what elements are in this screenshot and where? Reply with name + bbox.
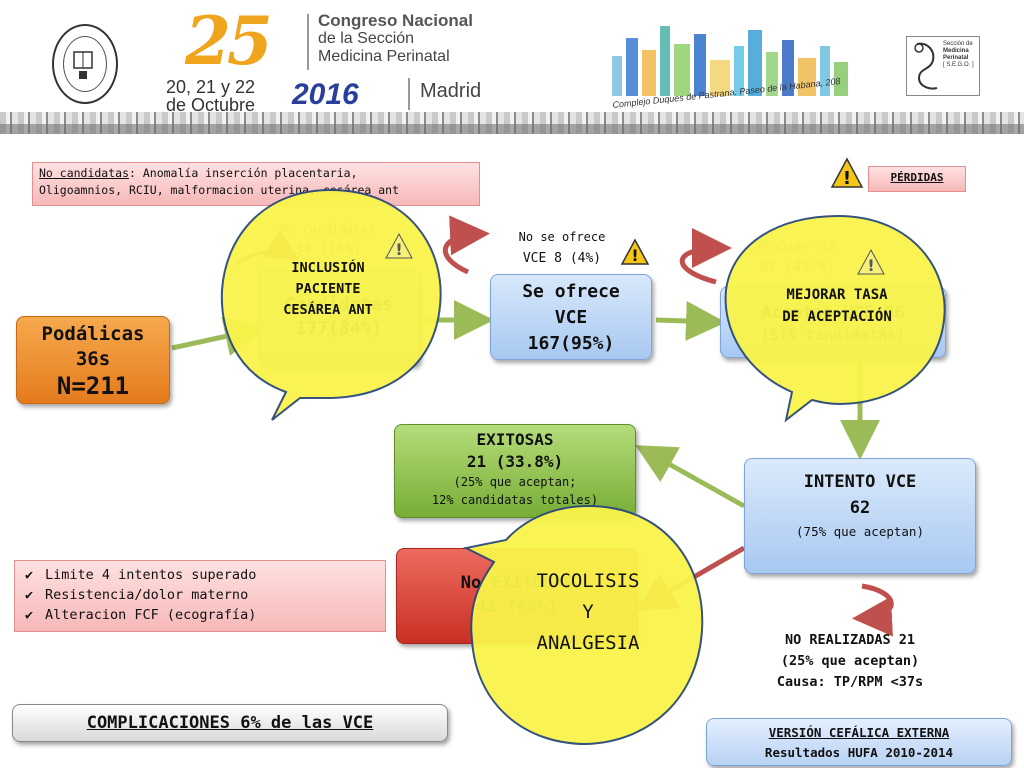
warning-icon: !	[857, 248, 885, 275]
arrow-loss-rehusan	[679, 228, 732, 285]
podalicas-box: Podálicas 36s N=211	[16, 316, 170, 404]
intento-vce-box: INTENTO VCE 62 (75% que aceptan)	[744, 458, 976, 574]
arrow-podalicas-candidatas	[171, 316, 265, 356]
svg-text:!: !	[867, 256, 874, 275]
exitosas-box: EXITOSAS 21 (33.8%) (25% que aceptan; 12…	[394, 424, 636, 518]
svg-text:!: !	[843, 168, 851, 189]
balloon-tocolisis-text: TOCOLISIS Y ANALGESIA	[536, 570, 640, 654]
check-icon: ✔	[25, 567, 34, 583]
arrow-loss-no-realizadas	[852, 583, 894, 637]
complicaciones-box: COMPLICACIONES 6% de las VCE	[12, 704, 448, 742]
list-item: ✔Limite 4 intentos superado	[25, 567, 257, 583]
seccion-medicina-perinatal-logo: Sección de Medicina Perinatal [ S.E.G.O.…	[906, 36, 980, 96]
congress-title: Congreso Nacional de la Sección Medicina…	[318, 11, 473, 66]
no-realizadas-text: NO REALIZADAS 21 (25% que aceptan) Causa…	[776, 632, 924, 690]
version-cefalica-box: VERSIÓN CEFÁLICA EXTERNA Resultados HUFA…	[706, 718, 1012, 766]
arrow-intento-exitosas	[635, 445, 746, 509]
no-candidatas-count: No candidatas 34 (16%)	[281, 222, 375, 258]
list-item: ✔Resistencia/dolor materno	[25, 587, 249, 603]
sego-seal-logo	[52, 24, 118, 104]
perdidas-label: PÉRDIDAS	[868, 166, 966, 192]
conference-banner: 25 20, 21 y 22 de Octubre Congreso Nacio…	[0, 0, 1024, 135]
event-city: Madrid	[420, 80, 482, 102]
warning-icon: !	[385, 232, 413, 259]
fail-reasons-list: ✔Limite 4 intentos superado ✔Resistencia…	[14, 560, 386, 632]
warning-icon: !	[830, 157, 864, 189]
warning-icon: !	[620, 238, 650, 265]
logo-25: 25	[185, 2, 273, 80]
no-se-ofrece-text: No se ofrece VCE 8 (4%)	[518, 230, 606, 266]
balloon-mejorar-text: MEJORAR TASA DE ACEPTACIÓN	[782, 287, 892, 325]
se-ofrece-box: Se ofrece VCE 167(95%)	[490, 274, 652, 360]
event-year: 2016	[292, 78, 359, 111]
arrow-loss-no-se-ofrece	[442, 215, 490, 275]
no-candidatas-note: No candidatas: Anomalía inserción placen…	[32, 162, 480, 206]
svg-text:!: !	[631, 246, 638, 265]
event-dates: 20, 21 y 22 de Octubre	[166, 77, 256, 115]
rehusan-text: Rehúsan VCE 83 (49 %)	[757, 239, 837, 275]
arrow-seofrece-aceptan	[655, 301, 726, 341]
check-icon: ✔	[25, 587, 34, 603]
svg-text:!: !	[395, 240, 402, 259]
balloon-inclusion-text: INCLUSIÓN PACIENTE CESÁREA ANT	[283, 260, 373, 318]
list-item: ✔Alteracion FCF (ecografía)	[25, 607, 257, 623]
madrid-skyline-illustration	[612, 26, 848, 96]
check-icon: ✔	[25, 607, 34, 623]
